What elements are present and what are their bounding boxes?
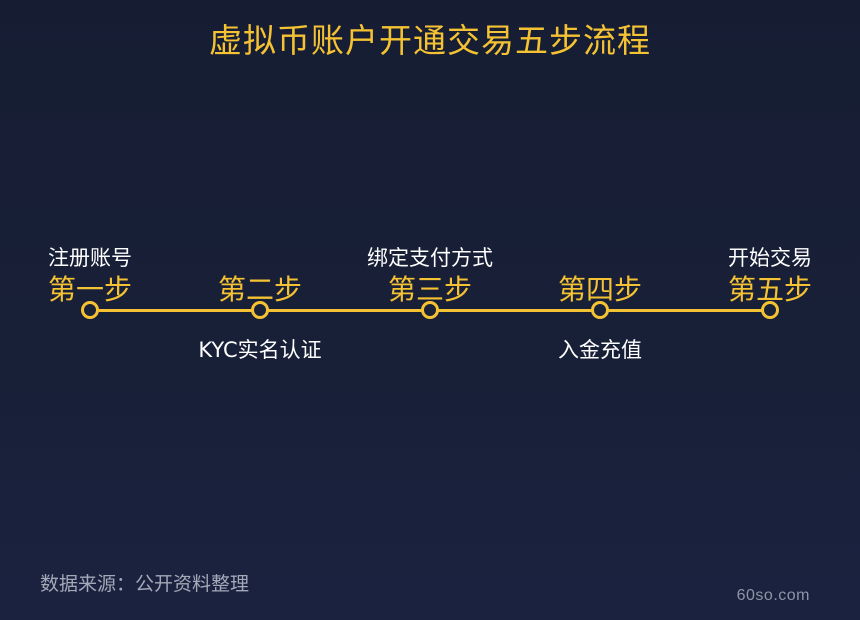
step-5-node: [761, 301, 779, 319]
step-3-label: 第三步: [387, 273, 472, 306]
data-source-note: 数据来源：公开资料整理: [40, 573, 250, 595]
step-1-label: 第一步: [47, 273, 132, 306]
step-4-description: 入金充值: [558, 338, 642, 362]
step-2-description: KYC实名认证: [198, 338, 322, 362]
step-1-description: 注册账号: [48, 246, 132, 270]
step-1-node: [81, 301, 99, 319]
step-4-label: 第四步: [557, 273, 642, 306]
step-5-label: 第五步: [727, 273, 812, 306]
step-4-node: [591, 301, 609, 319]
step-2-label: 第二步: [217, 273, 302, 306]
step-3-description: 绑定支付方式: [367, 246, 493, 270]
step-5-description: 开始交易: [728, 246, 812, 270]
step-3-node: [421, 301, 439, 319]
diagram-title: 虚拟币账户开通交易五步流程: [209, 21, 651, 60]
watermark: 60so.com: [736, 587, 810, 604]
step-2-node: [251, 301, 269, 319]
